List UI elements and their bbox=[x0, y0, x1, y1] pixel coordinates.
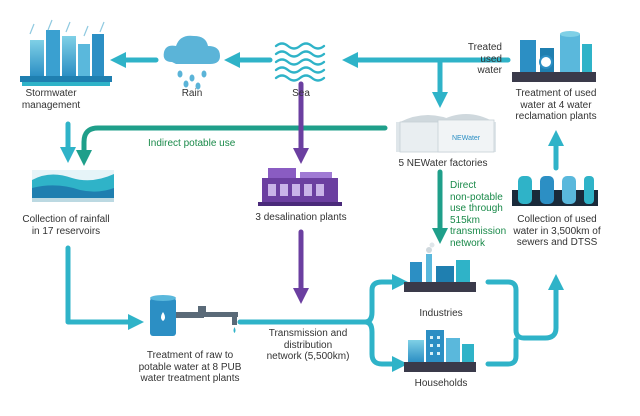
factory-icon bbox=[404, 242, 476, 292]
label-reservoirs: Collection of rainfall in 17 reservoirs bbox=[22, 214, 110, 237]
label-indirect-potable: Indirect potable use bbox=[148, 138, 236, 149]
label-industries: Industries bbox=[419, 308, 463, 319]
newater-tanks-icon: NEWater bbox=[396, 114, 496, 153]
arrow-to-households bbox=[362, 319, 409, 373]
arrow-to-sewer bbox=[542, 273, 565, 341]
apartment-buildings-icon bbox=[404, 330, 476, 372]
label-stormwater: Stormwater management bbox=[21, 88, 81, 111]
city-rain-icon bbox=[20, 19, 112, 86]
reclamation-plant-icon bbox=[512, 31, 596, 82]
water-tap-tank-icon bbox=[150, 295, 238, 336]
label-treated-used-water: Treated used water bbox=[467, 42, 502, 76]
label-treatment-raw: Treatment of raw to potable water at 8 P… bbox=[138, 350, 242, 384]
label-direct-nonpotable: Direct non-potable use through 515km tra… bbox=[450, 180, 507, 249]
newater-tank-text: NEWater bbox=[452, 135, 481, 142]
label-desalination: 3 desalination plants bbox=[255, 212, 347, 223]
arrow-to-industries bbox=[335, 273, 409, 325]
label-reclamation: Treatment of used water at 4 water recla… bbox=[515, 88, 597, 122]
sewer-pipes-icon bbox=[512, 176, 598, 206]
label-newater: 5 NEWater factories bbox=[398, 158, 488, 169]
label-collection-used: Collection of used water in 3,500km of s… bbox=[513, 214, 601, 248]
arrow-reservoirs-to-treatment bbox=[65, 245, 145, 331]
flow-arrows bbox=[59, 51, 565, 373]
waves-icon bbox=[274, 42, 326, 82]
desalination-plant-icon bbox=[258, 168, 342, 206]
reservoir-icon bbox=[32, 170, 114, 202]
label-rain: Rain bbox=[181, 88, 203, 99]
cloud-rain-icon bbox=[163, 35, 220, 90]
label-households: Households bbox=[414, 378, 468, 389]
label-sea: Sea bbox=[292, 88, 310, 99]
arrow-indirect-potable bbox=[75, 125, 388, 167]
arrow-households-to-collection bbox=[485, 337, 519, 367]
arrow-industries-to-collection bbox=[485, 279, 548, 341]
label-transmission: Transmission and distribution network (5… bbox=[266, 328, 350, 362]
